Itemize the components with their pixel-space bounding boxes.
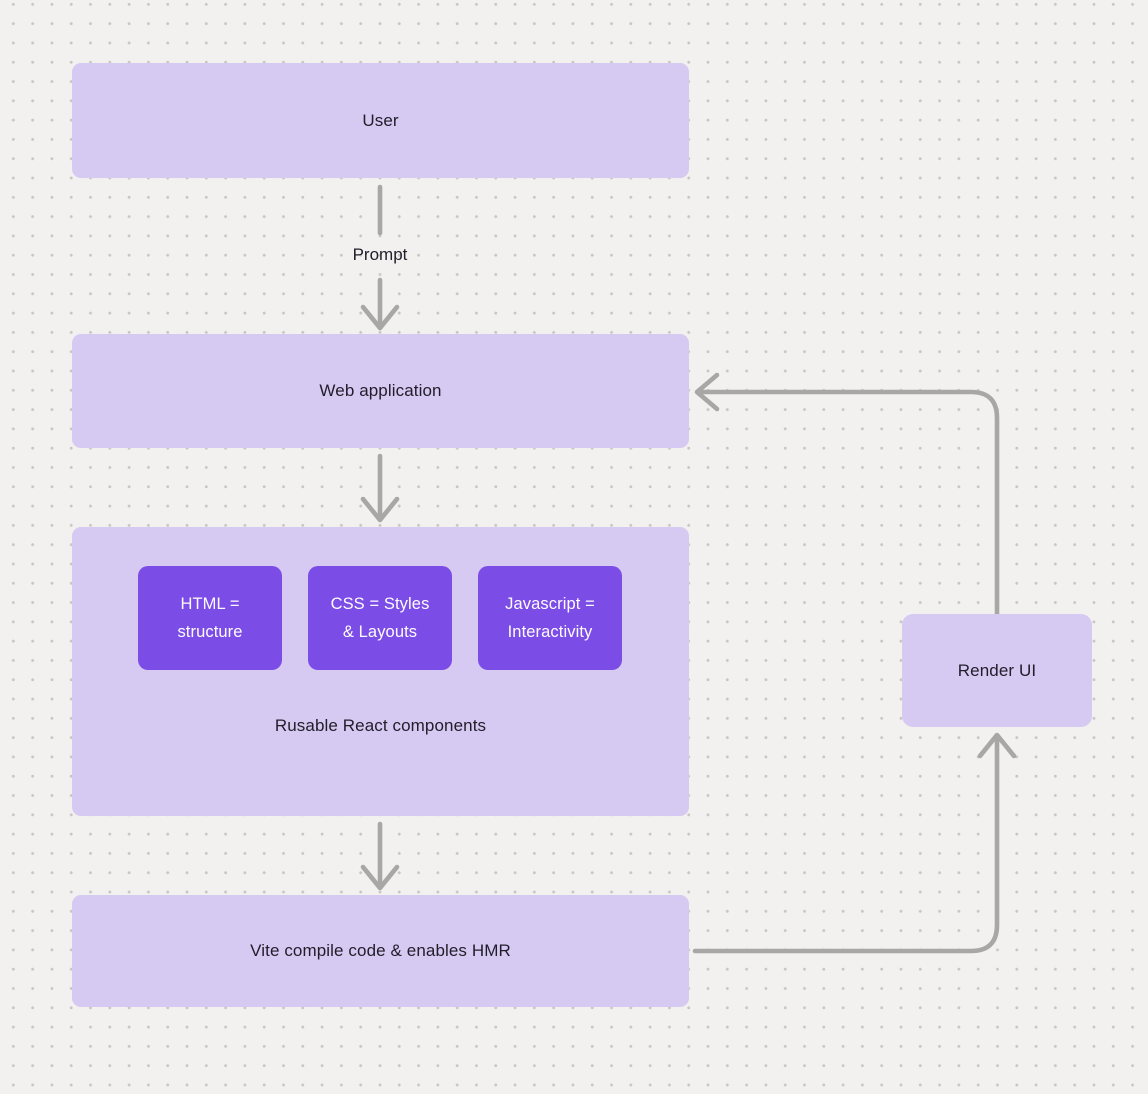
- node-html-structure-label: HTML = structure: [177, 595, 243, 641]
- node-javascript-interactivity-label: Javascript = Interactivity: [505, 595, 595, 641]
- node-vite[interactable]: Vite compile code & enables HMR: [72, 895, 689, 1007]
- arrow-prompt-to-web-application: [360, 277, 400, 331]
- node-web-application-label: Web application: [319, 381, 442, 400]
- node-css-styles-label: CSS = Styles & Layouts: [330, 595, 430, 641]
- node-css-styles[interactable]: CSS = Styles & Layouts: [308, 566, 452, 670]
- arrow-web-application-to-components: [360, 453, 400, 523]
- arrowhead-down-icon: [360, 304, 400, 331]
- arrowhead-down-icon: [360, 864, 400, 891]
- edge-label-prompt: Prompt: [352, 245, 408, 264]
- node-web-application[interactable]: Web application: [72, 334, 689, 448]
- arrow-render-ui-to-web-application: [694, 372, 1000, 617]
- node-components-group-label: Rusable React components: [274, 716, 487, 735]
- arrowhead-left-icon: [694, 372, 720, 412]
- node-render-ui-label: Render UI: [957, 660, 1037, 680]
- arrow-vite-to-render-ui: [692, 732, 1017, 954]
- node-user[interactable]: User: [72, 63, 689, 178]
- node-javascript-interactivity[interactable]: Javascript = Interactivity: [478, 566, 622, 670]
- node-user-label: User: [362, 110, 399, 130]
- node-vite-label: Vite compile code & enables HMR: [250, 941, 511, 960]
- arrowhead-down-icon: [360, 496, 400, 523]
- node-render-ui[interactable]: Render UI: [902, 614, 1092, 727]
- node-components-group[interactable]: HTML = structure CSS = Styles & Layouts …: [72, 527, 689, 816]
- arrowhead-up-icon: [977, 732, 1017, 759]
- arrow-components-to-vite: [360, 821, 400, 891]
- node-html-structure[interactable]: HTML = structure: [138, 566, 282, 670]
